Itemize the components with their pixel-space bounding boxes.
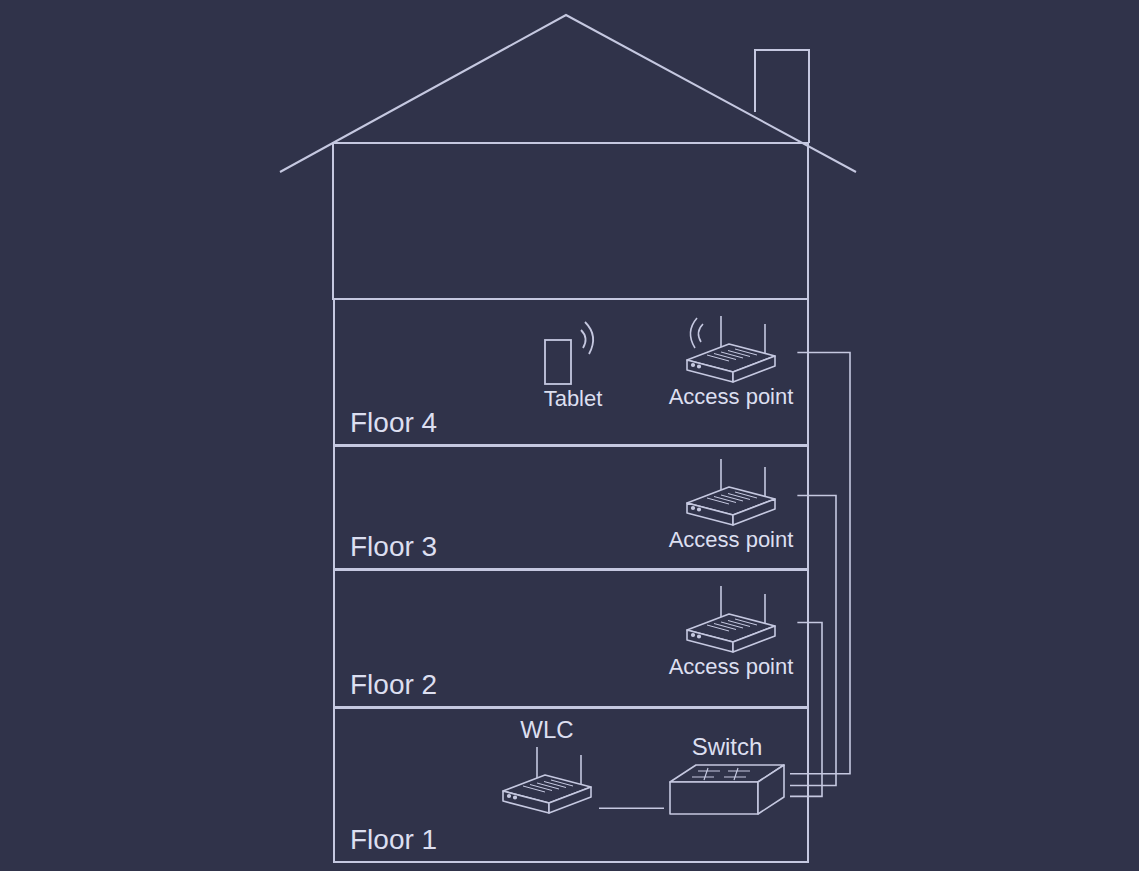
- router-icon: [683, 314, 779, 384]
- floor-band: Floor 2 Access point: [333, 569, 809, 708]
- tablet-icon: [541, 316, 605, 386]
- router-icon: [683, 457, 779, 527]
- access-point-node: Access point: [665, 312, 798, 412]
- router-icon: [499, 745, 595, 815]
- switch-icon: [668, 762, 786, 816]
- network-cable: [790, 623, 822, 797]
- device-label: WLC: [520, 716, 573, 745]
- network-cable: [790, 496, 836, 786]
- access-point-node: Access point: [665, 582, 798, 682]
- device-label: Switch: [692, 733, 763, 762]
- router-icon: [683, 584, 779, 654]
- network-cable: [790, 353, 850, 774]
- floor-label: Floor 4: [350, 406, 437, 440]
- device-label: Access point: [669, 654, 794, 680]
- device-label: Access point: [669, 384, 794, 410]
- floor-label: Floor 3: [350, 530, 437, 564]
- attic: [333, 143, 808, 299]
- roof: [280, 15, 856, 172]
- tablet-node: Tablet: [537, 314, 609, 414]
- floor-label: Floor 2: [350, 668, 437, 702]
- network-cable: [599, 807, 664, 809]
- access-point-node: Access point: [665, 455, 798, 555]
- chimney: [755, 50, 809, 143]
- device-label: Access point: [669, 527, 794, 553]
- floor-label: Floor 1: [350, 823, 437, 857]
- switch-node: Switch: [664, 731, 790, 818]
- floor-band: Floor 1 WLC Switch: [333, 707, 809, 863]
- floor-band: Floor 4 Tablet Access point: [333, 298, 809, 446]
- access-point-node: WLC: [495, 714, 599, 817]
- device-label: Tablet: [544, 386, 603, 412]
- floor-band: Floor 3 Access point: [333, 445, 809, 570]
